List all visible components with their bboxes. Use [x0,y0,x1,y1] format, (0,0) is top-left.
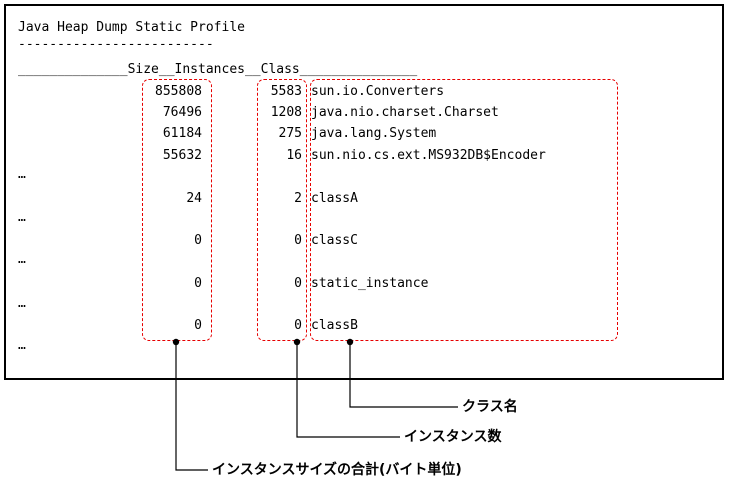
size-cell: 24 [186,191,202,206]
instances-cell: 0 [294,276,302,291]
size-cell: 55632 [162,148,202,163]
callout-total-size: インスタンスサイズの合計(バイト単位) [212,462,462,478]
instances-cell: 1208 [270,105,302,120]
instances-cell: 0 [294,318,302,333]
ellipsis: … [18,167,26,182]
instances-column-highlight [257,79,307,341]
ellipsis: … [18,296,26,311]
column-header: ______________Size__Instances__Class____… [18,62,418,77]
heap-dump-panel [4,4,724,380]
dump-title: Java Heap Dump Static Profile [18,20,245,35]
instances-cell: 0 [294,233,302,248]
callout-instance-count: インスタンス数 [404,429,502,445]
instance-count-anchor-dot [293,338,301,346]
size-cell: 76496 [162,105,202,120]
class-cell: static_instance [311,276,429,291]
class-name-anchor-dot [346,338,354,346]
size-cell: 61184 [162,126,202,141]
class-cell: sun.io.Converters [311,84,445,99]
instances-cell: 16 [286,148,302,163]
class-cell: classC [311,233,358,248]
instances-cell: 2 [294,191,302,206]
ellipsis: … [18,338,26,353]
size-cell: 0 [194,276,202,291]
class-cell: classB [311,318,358,333]
class-name-leader-line [349,342,458,408]
size-cell: 855808 [155,84,202,99]
total-size-leader-line [175,342,208,471]
class-column-highlight [310,79,618,341]
title-rule: ------------------------- [18,37,214,52]
class-cell: classA [311,191,358,206]
size-cell: 0 [194,233,202,248]
class-cell: java.lang.System [311,126,437,141]
class-cell: sun.nio.cs.ext.MS932DB$Encoder [311,148,546,163]
size-cell: 0 [194,318,202,333]
instances-cell: 275 [278,126,302,141]
ellipsis: … [18,252,26,267]
ellipsis: … [18,210,26,225]
instance-count-leader-line [296,342,400,438]
total-size-anchor-dot [172,338,180,346]
class-cell: java.nio.charset.Charset [311,105,499,120]
callout-class-name: クラス名 [462,399,518,415]
instances-cell: 5583 [270,84,302,99]
